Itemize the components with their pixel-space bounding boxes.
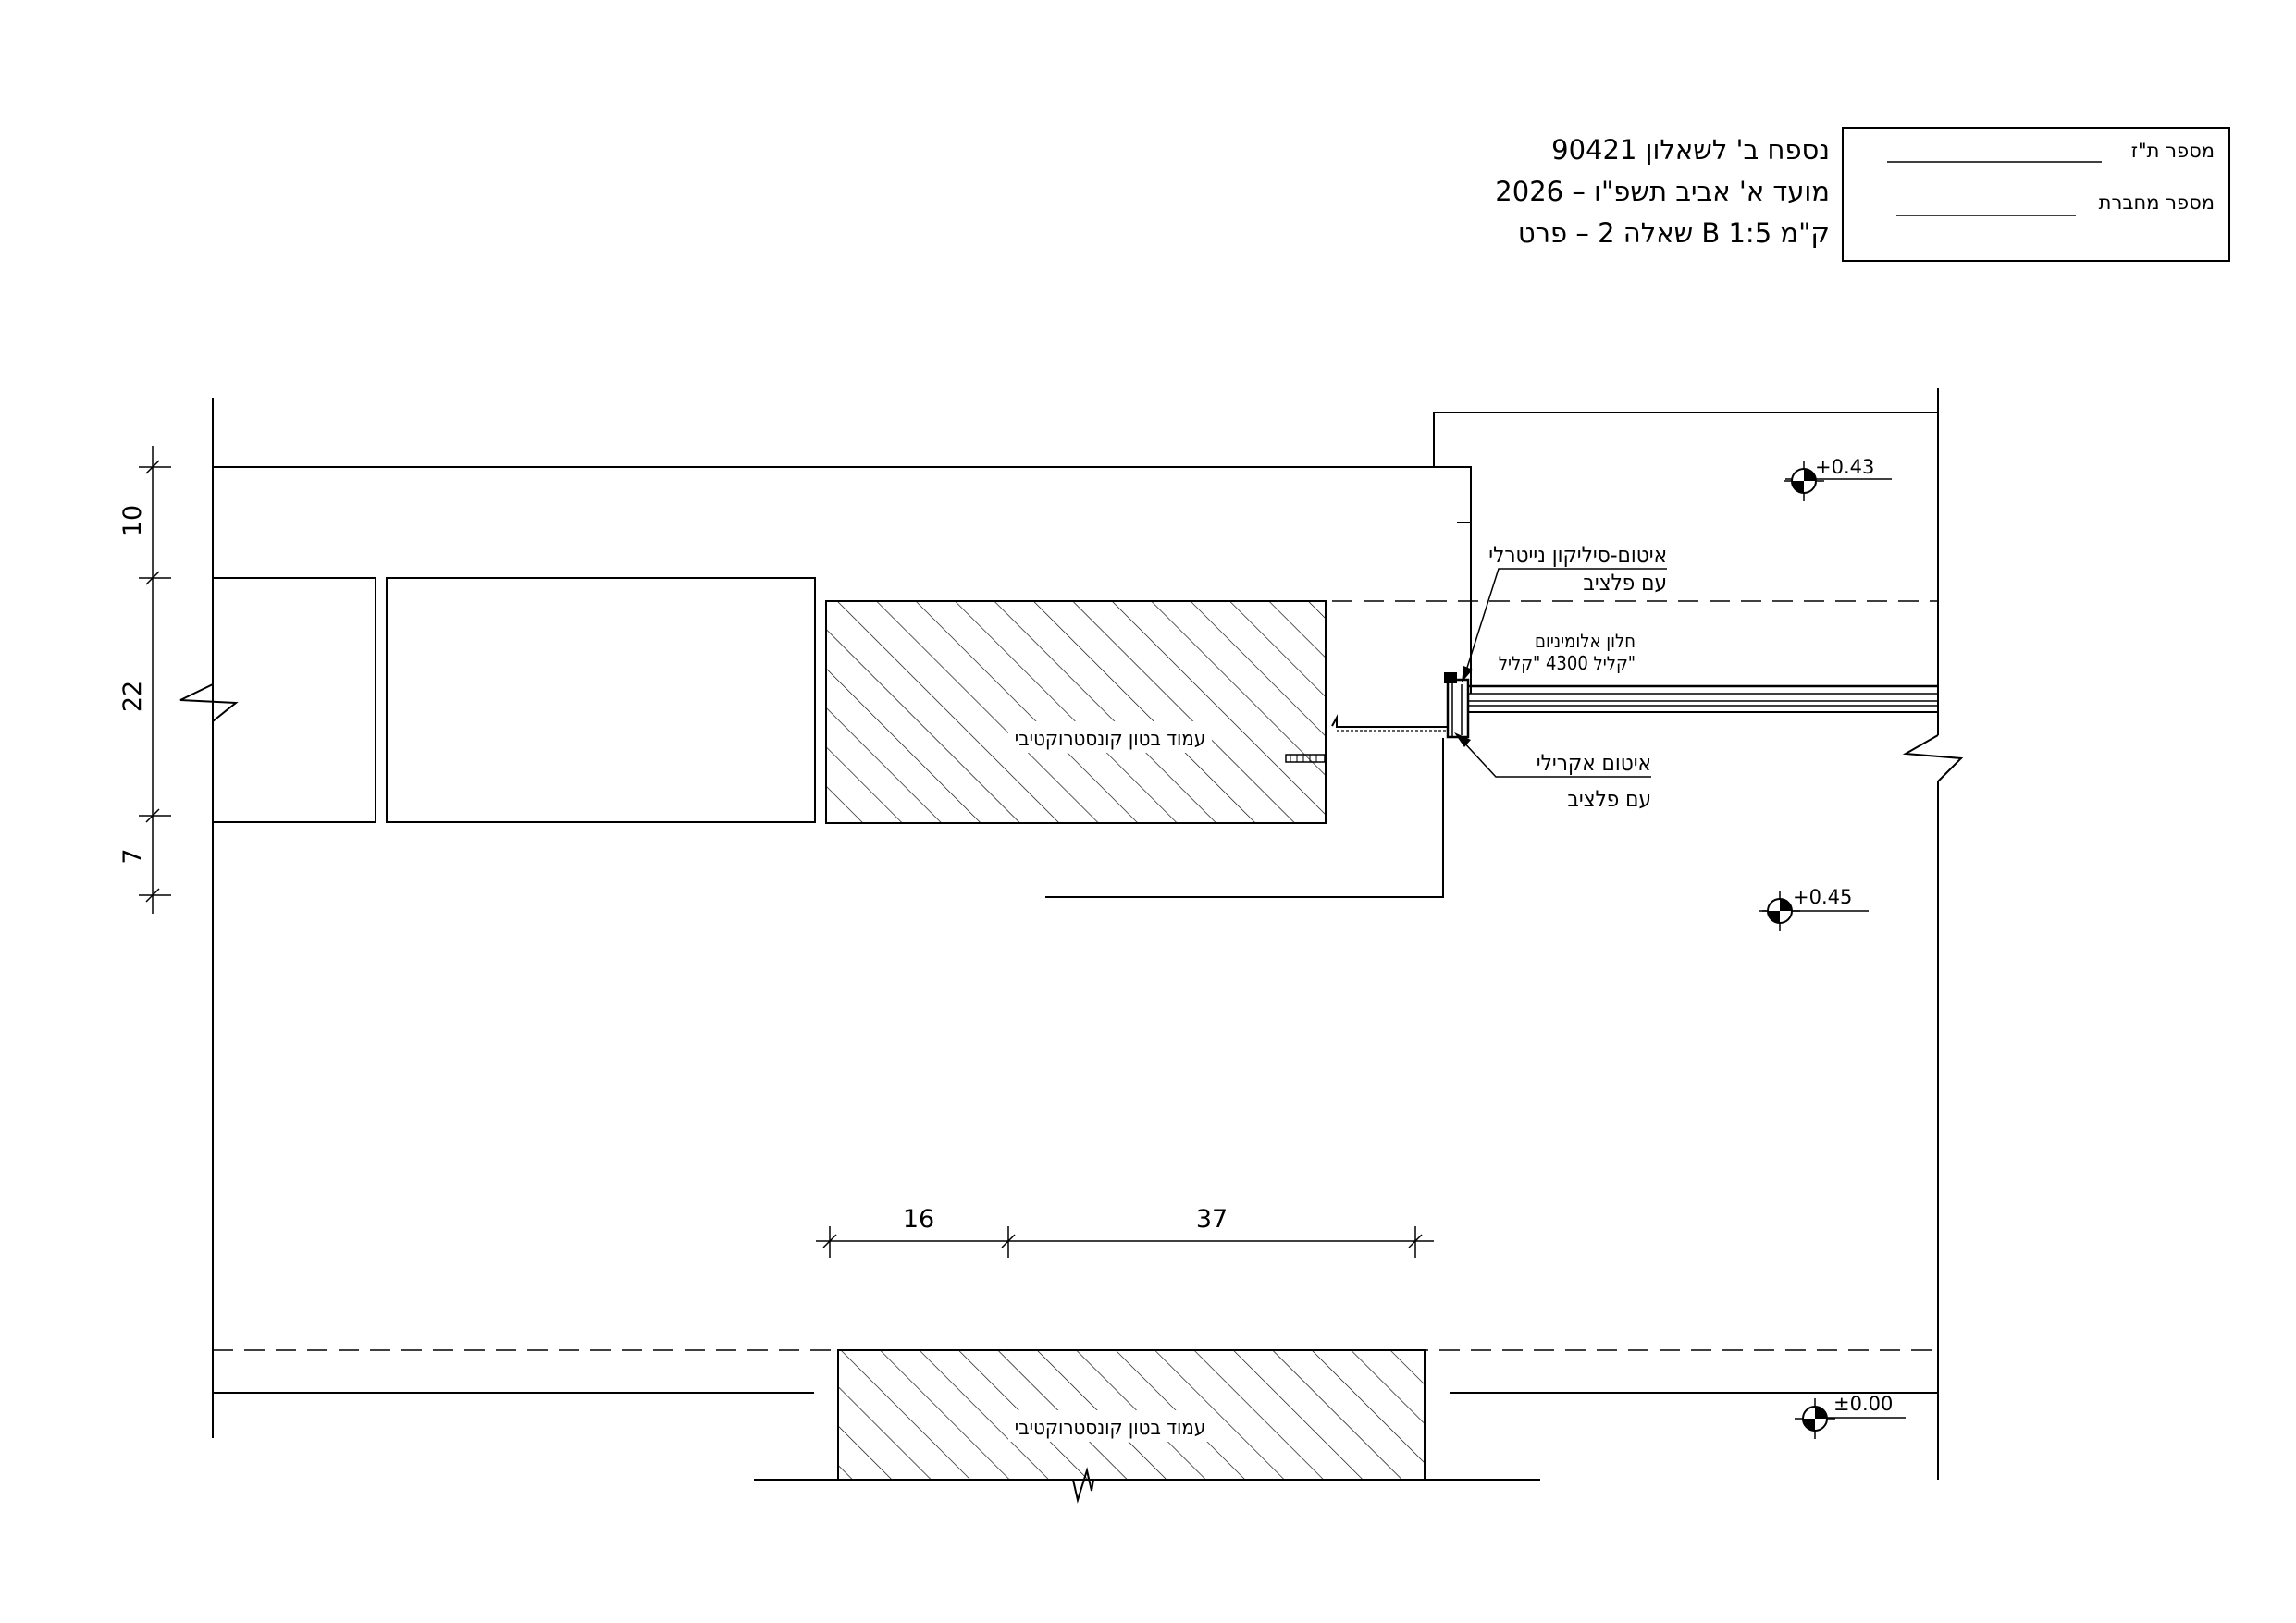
concrete-column-upper: עמוד בטון קונסטרוקטיבי [825,600,1327,824]
window-frame [1446,678,1470,739]
sealant-bottom-arrow [1454,732,1471,747]
right-break-line [1902,734,1964,782]
vertical-dimension-chain [139,446,171,914]
anchor-screw [1285,754,1326,763]
column-lower-label: עמוד בטון קונסטרוקטיבי [1015,1417,1205,1440]
id-number-label: מספר ת"ז [2131,140,2215,162]
question-detail-title: שאלה 2 – פרט B ק"מ 1:5 [1518,217,1830,249]
level-top-text: +0.43 [1815,456,1874,478]
level-marker-mid: +0.45 [1759,886,1869,931]
id-box [1842,127,2230,262]
sealant-bottom-label-1: איטום אקרילי [1537,750,1651,776]
dimension-37: 37 [1196,1205,1228,1234]
window-label-2: קליל 4300 "קליל" [1499,652,1636,674]
dimension-16: 16 [903,1205,934,1234]
wall-break-line [179,683,239,722]
window-sill [1331,714,1448,728]
dimension-7: 7 [118,848,147,864]
sealant-top-label-2: עם פלציב [1583,570,1667,596]
exam-appendix-title: נספח ב' לשאלון 90421 [1551,134,1830,166]
concrete-column-lower: עמוד בטון קונסטרוקטיבי [837,1349,1426,1481]
block-1 [212,577,376,823]
slab-outline [213,466,1472,523]
window-detail [1045,672,1938,898]
notebook-number-label: מספר מחברת [2099,191,2215,214]
level-mid-text: +0.45 [1793,886,1852,908]
window-label-1: חלון אלומיניום [1535,630,1636,652]
title-block: נספח ב' לשאלון 90421 מועד א' אביב תשפ"ו … [1495,127,2230,262]
structure-lines [212,388,1964,1504]
upper-step-line [1433,412,1938,467]
block-wall [179,577,816,823]
interior-finish-line [1045,738,1444,898]
callouts: איטום-סיליקון נייטרלי עם פלציב חלון אלומ… [1454,542,1667,812]
sealant-top-arrow [1462,666,1473,682]
sealant-bottom-leader [1461,739,1651,778]
exam-session-title: מועד א' אביב תשפ"ו – 2026 [1495,176,1830,207]
level-marker-floor: ±0.00 [1795,1393,1906,1439]
sealant-top-label-1: איטום-סיליקון נייטרלי [1488,542,1667,568]
level-marker-top: +0.43 [1784,456,1892,501]
sealant-top-leader [1465,568,1667,671]
sealant-bottom-label-2: עם פלציב [1567,786,1651,812]
level-floor-text: ±0.00 [1833,1393,1893,1415]
column-upper-label: עמוד בטון קונסטרוקטיבי [1015,728,1205,751]
dimension-22: 22 [118,681,147,712]
horizontal-dimension-chain [816,1226,1434,1258]
dimension-10: 10 [118,505,147,536]
block-2 [386,577,816,823]
